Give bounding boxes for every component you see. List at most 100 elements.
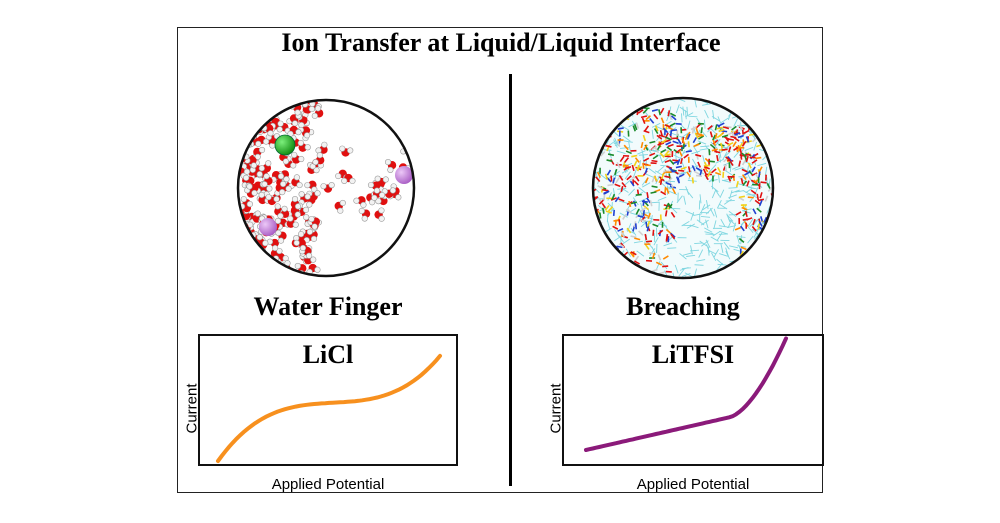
hydrogen-atom <box>239 115 246 122</box>
electrolyte-bond <box>667 177 673 183</box>
hydrogen-atom <box>306 201 313 208</box>
organic-bond <box>745 102 753 110</box>
electrolyte-bond <box>751 226 757 232</box>
electrolyte-bond <box>725 125 732 129</box>
electrolyte-bond <box>735 146 739 153</box>
organic-bond <box>729 245 739 249</box>
electrolyte-bond <box>618 219 621 226</box>
electrolyte-bond <box>738 124 744 131</box>
hydrogen-atom <box>304 144 311 151</box>
organic-bond <box>743 261 750 270</box>
hydrogen-atom <box>238 250 245 258</box>
hydrogen-atom <box>257 100 264 107</box>
organic-bond <box>761 108 770 116</box>
hydrogen-atom <box>243 131 251 138</box>
electrolyte-bond <box>630 251 637 256</box>
electrolyte-bond <box>735 181 739 188</box>
electrolyte-bond <box>612 209 616 216</box>
organic-bond <box>597 135 607 139</box>
organic-bond <box>700 203 706 213</box>
electrolyte-bond <box>758 199 763 207</box>
litfsi-xlabel: Applied Potential <box>636 476 750 493</box>
organic-bond <box>699 148 709 151</box>
hydrogen-atom <box>245 256 253 263</box>
oxygen-atom <box>238 143 245 153</box>
organic-bond <box>704 109 709 119</box>
organic-bond <box>747 225 754 234</box>
organic-bond <box>653 237 659 246</box>
organic-bond <box>632 168 637 178</box>
hydrogen-atom <box>258 191 265 199</box>
electrolyte-bond <box>637 165 640 172</box>
organic-bond <box>766 177 768 187</box>
organic-bond <box>704 119 706 129</box>
hydrogen-atom <box>253 252 260 259</box>
electrolyte-bond <box>664 175 671 179</box>
organic-bond <box>757 128 767 131</box>
hydrogen-atom <box>238 257 245 264</box>
organic-bond <box>745 266 750 275</box>
hydrogen-atom <box>295 129 302 136</box>
oxygen-atom <box>238 110 246 120</box>
hydrogen-atom <box>294 109 301 116</box>
electrolyte-bond <box>716 126 724 130</box>
organic-bond <box>699 240 708 247</box>
hydrogen-atom <box>282 158 290 165</box>
organic-bond <box>712 230 721 237</box>
electrolyte-bond <box>660 107 665 114</box>
organic-bond <box>696 259 706 262</box>
organic-bond <box>712 109 715 120</box>
hydrogen-atom <box>251 100 259 105</box>
hydrogen-atom <box>239 132 247 139</box>
electrolyte-bond <box>760 181 767 184</box>
electrolyte-bond <box>612 177 616 184</box>
hydrogen-atom <box>241 243 248 251</box>
electrolyte-bond <box>767 186 773 192</box>
licl-plot: LiCl <box>198 334 458 466</box>
electrolyte-bond <box>732 174 735 181</box>
oxygen-atom <box>250 100 260 108</box>
hydrogen-atom <box>240 240 247 247</box>
organic-bond <box>728 218 736 226</box>
oxygen-atom <box>242 250 251 260</box>
hydrogen-atom <box>245 243 252 250</box>
hydrogen-atom <box>378 215 385 222</box>
electrolyte-bond <box>759 192 763 199</box>
hydrogen-atom <box>260 102 267 109</box>
organic-bond <box>620 235 622 245</box>
electrolyte-bond <box>764 228 772 232</box>
electrolyte-bond <box>670 129 678 132</box>
electrolyte-bond <box>593 217 597 221</box>
electrolyte-bond <box>593 230 599 234</box>
electrolyte-bond <box>603 190 610 196</box>
electrolyte-bond <box>597 184 604 190</box>
organic-bond <box>602 117 609 125</box>
electrolyte-bond <box>664 210 668 217</box>
organic-bond <box>682 252 692 256</box>
hydrogen-atom <box>408 148 414 155</box>
electrolyte-bond <box>751 137 758 143</box>
electrolyte-bond <box>765 250 772 256</box>
organic-bond <box>607 192 612 201</box>
hydrogen-atom <box>285 185 292 192</box>
electrolyte-bond <box>691 177 695 184</box>
organic-bond <box>716 262 723 271</box>
electrolyte-bond <box>692 137 697 144</box>
organic-bond <box>764 253 773 259</box>
electrolyte-bond <box>628 200 632 208</box>
hydrogen-atom <box>240 141 247 148</box>
hydrogen-atom <box>272 244 279 252</box>
hydrogen-atom <box>241 255 248 262</box>
electrolyte-bond <box>616 245 623 249</box>
hydrogen-atom <box>238 116 243 123</box>
hydrogen-atom <box>247 251 254 258</box>
organic-bond <box>629 103 638 109</box>
hydrogen-atom <box>310 235 318 242</box>
electrolyte-bond <box>741 152 747 158</box>
electrolyte-bond <box>738 195 746 199</box>
hydrogen-atom <box>367 181 375 189</box>
hydrogen-atom <box>293 174 300 181</box>
electrolyte-bond <box>643 205 650 211</box>
electrolyte-bond <box>664 124 671 128</box>
oxygen-atom <box>238 230 245 240</box>
